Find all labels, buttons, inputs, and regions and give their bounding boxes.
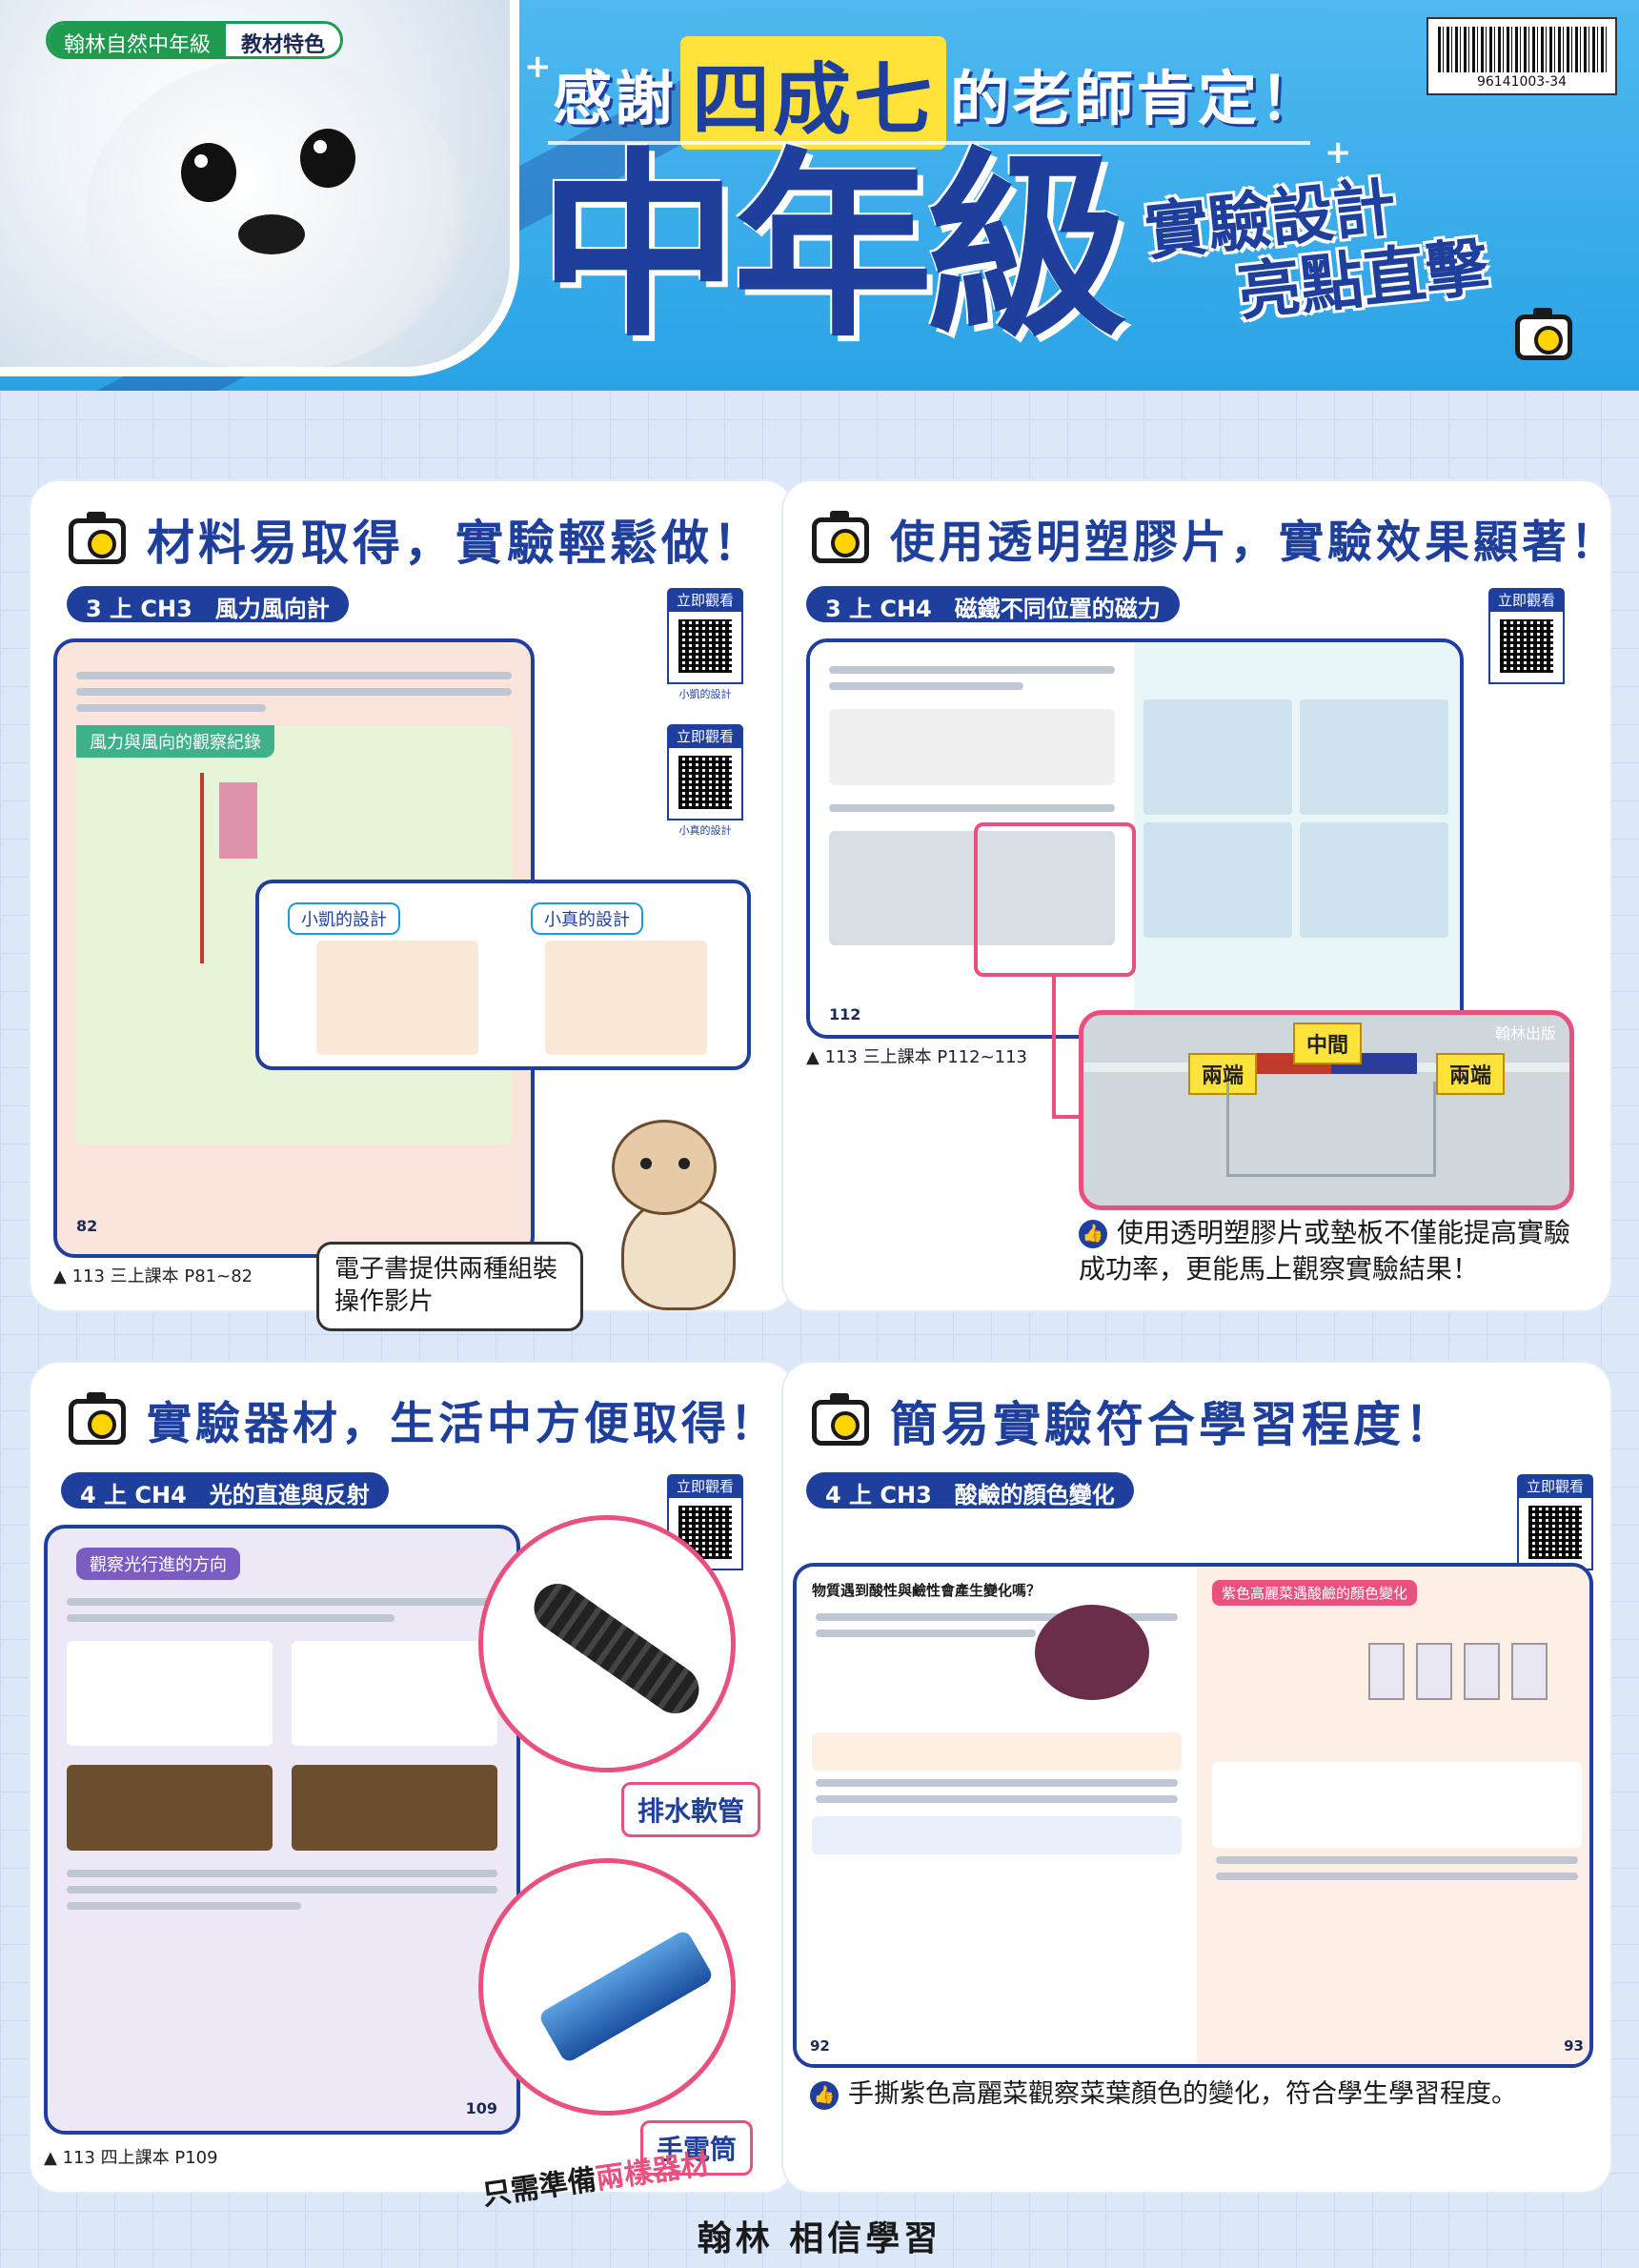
drain-hose-photo bbox=[478, 1515, 736, 1772]
design-label: 小凱的設計 bbox=[288, 902, 400, 935]
watermark: 翰林出版 bbox=[1494, 1024, 1556, 1043]
textbook-page: 風力與風向的觀察紀錄 82 bbox=[53, 638, 535, 1258]
panel-equipment: 實驗器材，生活中方便取得！ 4 上 CH4 光的直進與反射 立即觀看 觀察光行進… bbox=[30, 1363, 793, 2192]
panel-acid-base: 簡易實驗符合學習程度！ 4 上 CH3 酸鹼的顏色變化 立即觀看 物質遇到酸性與… bbox=[783, 1363, 1610, 2192]
drain-hose bbox=[524, 1574, 709, 1723]
panel-title: 實驗器材，生活中方便取得！ bbox=[69, 1387, 779, 1452]
label-middle: 中間 bbox=[1293, 1023, 1363, 1064]
flashlight-photo bbox=[478, 1858, 736, 2116]
barcode-number: 96141003-34 bbox=[1476, 74, 1568, 90]
item-label: 手電筒 bbox=[640, 2120, 754, 2176]
wind-vane-pole bbox=[200, 773, 204, 963]
camera-icon bbox=[69, 512, 126, 564]
panel-title: 簡易實驗符合學習程度！ bbox=[812, 1387, 1456, 1455]
panel-title: 使用透明塑膠片，實驗效果顯著！ bbox=[812, 505, 1619, 571]
page-number: 112 bbox=[829, 1005, 861, 1023]
camera-icon bbox=[812, 1393, 869, 1446]
seal-eye-left bbox=[181, 143, 236, 202]
label-end: 兩端 bbox=[1436, 1053, 1506, 1095]
unit-chip: 4 上 CH3 酸鹼的顏色變化 bbox=[806, 1472, 1134, 1509]
textbook-spread: 物質遇到酸性與鹼性會產生變化嗎？ 92 紫色高麗菜遇酸鹼的顏色變化 93 bbox=[793, 1563, 1593, 2068]
qr-caption: 小真的設計 bbox=[678, 824, 732, 837]
unit-chip: 4 上 CH4 光的直進與反射 bbox=[61, 1472, 389, 1509]
feature-tag: 教材特色 bbox=[241, 33, 326, 57]
callout: 電子書提供兩種組裝操作影片 bbox=[316, 1242, 583, 1331]
qr-code-kai[interactable]: 立即觀看 小凱的設計 bbox=[667, 588, 743, 701]
flashlight bbox=[537, 1929, 715, 2064]
caption: ▲ 113 三上課本 P81~82 bbox=[53, 1266, 253, 1286]
page-heading: 紫色高麗菜遇酸鹼的顏色變化 bbox=[1212, 1580, 1418, 1606]
qr-label: 立即觀看 bbox=[667, 1474, 743, 1498]
sparkle-icon: + bbox=[524, 48, 552, 86]
thanks-headline: 感謝 四成七 的老師肯定！ bbox=[553, 36, 1344, 150]
qr-label: 立即觀看 bbox=[667, 588, 743, 612]
page-number: 109 bbox=[465, 2099, 497, 2117]
page-number: 93 bbox=[1564, 2037, 1584, 2055]
series-tag: 翰林自然中年級 教材特色 bbox=[46, 21, 344, 59]
label-end: 兩端 bbox=[1188, 1053, 1258, 1095]
item-label: 排水軟管 bbox=[621, 1782, 761, 1837]
ribbon bbox=[219, 782, 257, 859]
divider bbox=[548, 141, 1310, 145]
connector-line bbox=[1052, 977, 1056, 1115]
note: 👍使用透明塑膠片或墊板不僅能提高實驗成功率，更能馬上觀察實驗結果！ bbox=[1079, 1217, 1571, 1285]
page-number: 82 bbox=[76, 1217, 98, 1235]
experiment-photo: 中間 兩端 兩端 翰林出版 bbox=[1079, 1010, 1574, 1210]
panel-materials: 材料易取得，實驗輕鬆做！ 3 上 CH3 風力風向計 立即觀看 小凱的設計 立即… bbox=[30, 481, 793, 1331]
otter-mascot bbox=[602, 1120, 774, 1310]
seal-eye-right bbox=[300, 129, 355, 188]
unit-chip: 3 上 CH4 磁鐵不同位置的磁力 bbox=[806, 586, 1180, 622]
note: 👍手撕紫色高麗菜觀察菜葉顏色的變化，符合學生學習程度。 bbox=[810, 2077, 1591, 2112]
barcode: 96141003-34 bbox=[1427, 17, 1617, 95]
header-banner: 翰林自然中年級 教材特色 + + 感謝 四成七 的老師肯定！ 中年級 實驗設計 … bbox=[0, 0, 1639, 391]
thumbs-up-icon: 👍 bbox=[1079, 1220, 1107, 1248]
page-heading: 風力與風向的觀察紀錄 bbox=[76, 725, 274, 758]
camera-icon bbox=[69, 1391, 126, 1445]
qr-label: 立即觀看 bbox=[1517, 1474, 1593, 1498]
zoom-highlight bbox=[974, 822, 1136, 977]
panel-plastic-sheet: 使用透明塑膠片，實驗效果顯著！ 3 上 CH4 磁鐵不同位置的磁力 立即觀看 1… bbox=[783, 481, 1615, 1310]
seal-nose bbox=[238, 214, 305, 254]
thanks-highlight: 四成七 bbox=[680, 36, 947, 150]
footer-brand: 翰林 相信學習 bbox=[697, 2219, 942, 2258]
caption: ▲ 113 三上課本 P112~113 bbox=[806, 1047, 1028, 1067]
paper-clips bbox=[1226, 1082, 1436, 1177]
qr-code[interactable]: 立即觀看 bbox=[1488, 588, 1565, 684]
subtitle: 實驗設計 亮點直擊 bbox=[1142, 164, 1492, 336]
unit-chip: 3 上 CH3 風力風向計 bbox=[67, 586, 349, 622]
cabbage-photo bbox=[1035, 1605, 1149, 1700]
design-label: 小真的設計 bbox=[531, 902, 643, 935]
sparkle-icon: + bbox=[1325, 133, 1352, 172]
qr-label: 立即觀看 bbox=[667, 724, 743, 748]
qr-code-zhen[interactable]: 立即觀看 小真的設計 bbox=[667, 724, 743, 838]
textbook-page: 觀察光行進的方向 109 bbox=[44, 1525, 520, 2135]
page-heading: 物質遇到酸性與鹼性會產生變化嗎？ bbox=[812, 1582, 1042, 1599]
brand-label: 翰林自然中年級 bbox=[49, 24, 227, 56]
page-number: 92 bbox=[810, 2037, 830, 2055]
panel-title: 材料易取得，實驗輕鬆做！ bbox=[69, 505, 764, 574]
qr-label: 立即觀看 bbox=[1488, 588, 1565, 612]
camera-icon bbox=[812, 510, 869, 563]
page-title: 中年級 bbox=[538, 131, 1127, 364]
caption: ▲ 113 四上課本 P109 bbox=[44, 2148, 218, 2168]
camera-icon bbox=[1515, 308, 1572, 360]
seal-photo bbox=[0, 0, 519, 376]
page-heading: 觀察光行進的方向 bbox=[76, 1548, 240, 1580]
qr-code[interactable]: 立即觀看 bbox=[1517, 1474, 1593, 1570]
thumbs-up-icon: 👍 bbox=[810, 2080, 839, 2110]
qr-caption: 小凱的設計 bbox=[678, 688, 732, 700]
thanks-post: 的老師肯定！ bbox=[950, 63, 1323, 133]
thanks-pre: 感謝 bbox=[553, 63, 678, 133]
design-comparison: 小凱的設計 小真的設計 bbox=[255, 880, 751, 1070]
